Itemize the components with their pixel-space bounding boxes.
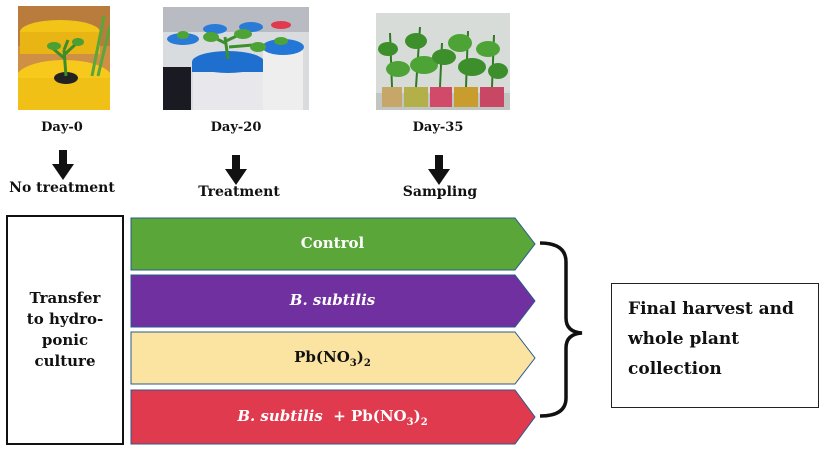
- final-harvest-box: Final harvest and whole plant collection: [611, 283, 819, 408]
- day0-plant-photo: [18, 6, 110, 110]
- transfer-box-text: Transfer to hydro-ponic culture: [26, 289, 104, 370]
- bsubtilis-lead-nitrate-label: B. subtilis + Pb(NO3)2: [237, 407, 428, 428]
- day20-down-arrow-icon: [225, 155, 247, 185]
- day0-label: Day-0: [41, 120, 83, 135]
- day35-label: Day-35: [412, 120, 464, 135]
- day0-down-arrow-icon: [52, 150, 74, 180]
- lead-nitrate-label: Pb(NO3)2: [294, 348, 371, 369]
- grouping-brace: [539, 241, 583, 418]
- bsubtilis-label: B. subtilis: [289, 291, 376, 309]
- day35-plant-photo: [376, 13, 510, 110]
- bsubtilis-arrow: [130, 274, 536, 328]
- control-arrow: [130, 217, 536, 271]
- no-treatment-label: No treatment: [9, 180, 115, 196]
- day20-plant-photo: [163, 7, 309, 110]
- day35-down-arrow-icon: [428, 155, 450, 185]
- day20-label: Day-20: [210, 120, 262, 135]
- transfer-box: Transfer to hydro-ponic culture: [6, 215, 124, 445]
- sampling-label: Sampling: [402, 184, 478, 200]
- lead-nitrate-arrow: [130, 331, 536, 385]
- control-label: Control: [300, 234, 365, 252]
- bsubtilis-lead-nitrate-arrow: [130, 389, 536, 445]
- final-harvest-text: Final harvest and whole plant collection: [628, 299, 794, 379]
- treatment-label: Treatment: [198, 184, 280, 200]
